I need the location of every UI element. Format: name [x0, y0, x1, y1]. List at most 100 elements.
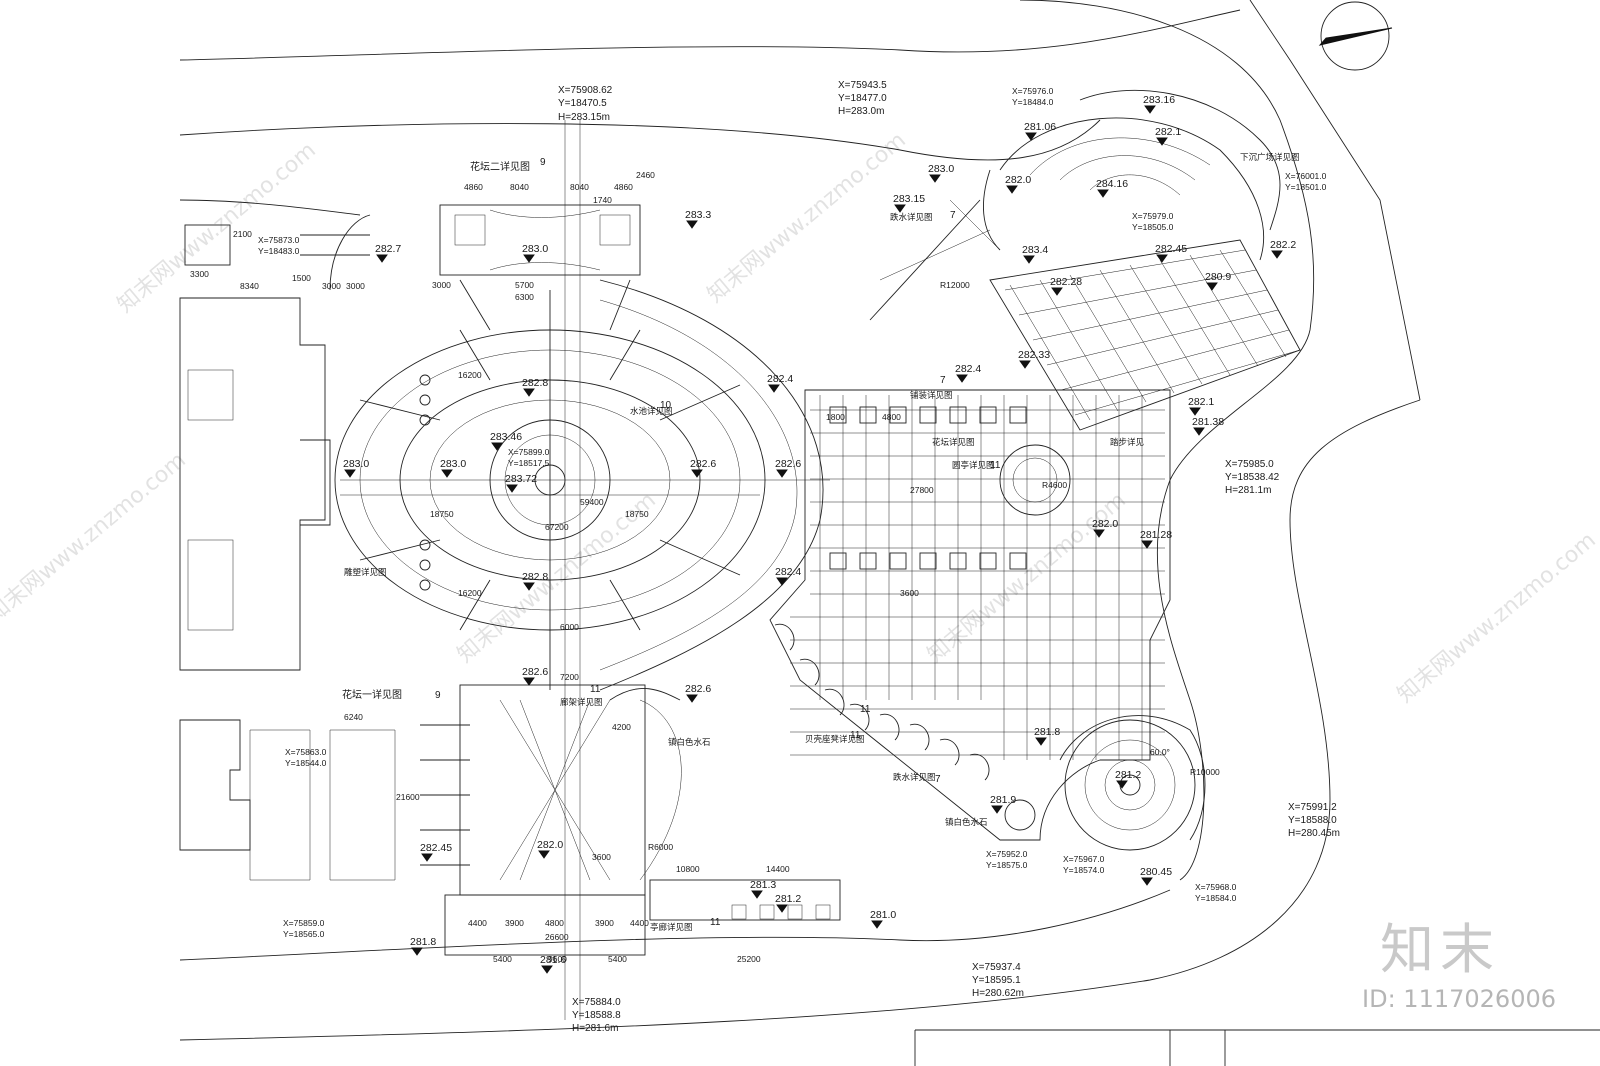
elevation-label: 281.8	[1034, 726, 1060, 738]
section-number: 9	[435, 690, 441, 701]
coord-x: X=75863.0	[285, 747, 327, 757]
dimension-label: 2100	[233, 229, 252, 239]
dimension-label: 3900	[595, 918, 614, 928]
coord-x: X=75968.0	[1195, 882, 1237, 892]
dimension-label: 4800	[545, 918, 564, 928]
elevation-label: 283.15	[893, 193, 925, 205]
coord-h: H=281.6m	[572, 1023, 618, 1034]
elevation-marker-icon	[1025, 132, 1037, 141]
elevation-marker-icon	[1051, 287, 1063, 296]
paving-grid-line	[1060, 329, 1290, 391]
section-number: 9	[540, 157, 546, 168]
upper-colonnade	[184, 204, 641, 331]
annotation-label: 水池详见图	[630, 406, 673, 416]
paving-grid-line	[1069, 274, 1147, 403]
elevation-marker-icon	[1141, 877, 1153, 886]
round-pavilion	[999, 444, 1206, 851]
dimension-label: 8340	[240, 281, 259, 291]
elevation-label: 281.38	[1192, 416, 1224, 428]
coord-x: X=75884.0	[572, 997, 621, 1008]
dimension-label: 18750	[430, 509, 454, 519]
dimension-label: 3000	[346, 281, 365, 291]
paving-grid-line	[1032, 289, 1268, 341]
elevation-marker-icon	[1141, 540, 1153, 549]
elevation-label: 283.46	[490, 431, 522, 443]
coord-h: H=283.0m	[838, 106, 884, 117]
road-boundary	[179, 0, 1421, 1041]
image-id-label: ID: 1117026006	[1362, 985, 1556, 1013]
elevation-label: 282.4	[955, 363, 981, 375]
coord-x: X=75976.0	[1012, 86, 1054, 96]
elevation-marker-icon	[1189, 407, 1201, 416]
dimension-label: 4400	[468, 918, 487, 928]
section-number: 7	[935, 774, 941, 785]
coord-x: X=75985.0	[1225, 459, 1274, 470]
coord-x: X=75908.62	[558, 85, 613, 96]
coord-x: X=75991.2	[1288, 802, 1337, 813]
section-number: 7	[940, 375, 946, 386]
coord-y: Y=18588.0	[1288, 815, 1337, 826]
elevation-marker-icon	[768, 384, 780, 393]
elevation-marker-icon	[1193, 427, 1205, 436]
elevation-label: 280.45	[1140, 866, 1172, 878]
coord-y: Y=18477.0	[838, 93, 887, 104]
coord-y: Y=18538.42	[1225, 472, 1280, 483]
annotation-label: 廊架详见图	[560, 697, 603, 707]
coord-y: Y=18470.5	[558, 98, 607, 109]
paving-grid-line	[1159, 259, 1231, 376]
paving-grid-line	[1219, 249, 1287, 358]
annotation-callouts: 花坛二详见图 花坛一详见图 铺装详见图 花坛详见图 水池详见图 下沉广场详见图 …	[342, 152, 1300, 932]
elevation-label: 281.28	[1140, 529, 1172, 541]
section-number: 11	[860, 704, 871, 715]
north-arrow-icon	[1318, 1, 1393, 71]
elevation-label: 281.0	[870, 909, 896, 921]
elevation-marker-icon	[523, 254, 535, 263]
dimension-label: 67200	[545, 522, 569, 532]
dimension-label: 3300	[190, 269, 209, 279]
coord-y: Y=18505.0	[1132, 222, 1174, 232]
elevation-label: 282.7	[375, 243, 401, 255]
elevation-label: 283.0	[440, 458, 466, 470]
annotation-label: 踏步详见	[1110, 437, 1145, 447]
elevation-label: 281.9	[990, 794, 1016, 806]
elevation-label: 282.8	[522, 377, 548, 389]
elevation-label: 282.1	[1188, 396, 1214, 408]
tree-pit	[919, 552, 937, 570]
paving-grid-line	[1046, 309, 1279, 366]
coord-x: X=75859.0	[283, 918, 325, 928]
elevation-marker-icon	[686, 694, 698, 703]
elevation-marker-icon	[776, 904, 788, 913]
annotation-label: 贝壳座凳详见图	[805, 734, 865, 744]
lower-colonnade	[420, 684, 841, 956]
tree-pit	[859, 552, 877, 570]
paving-grid-line	[1009, 284, 1091, 421]
elevation-label: 283.16	[1143, 94, 1175, 106]
elevation-label: 281.3	[750, 879, 776, 891]
section-number: 11	[710, 917, 721, 928]
elevation-label: 283.72	[505, 473, 537, 485]
dimension-label: 21600	[396, 792, 420, 802]
dimension-label: 3000	[432, 280, 451, 290]
paving-grid-line	[1018, 269, 1257, 316]
coord-y: Y=18544.0	[285, 758, 327, 768]
section-number: 10	[660, 400, 672, 411]
elevation-label: 281.8	[410, 936, 436, 948]
elevation-marker-icon	[1006, 185, 1018, 194]
elevation-marker-icon	[991, 805, 1003, 814]
coord-y: Y=18484.0	[1012, 97, 1054, 107]
dimension-label: 4860	[464, 182, 483, 192]
coord-y: Y=18574.0	[1063, 865, 1105, 875]
dimension-label: 3600	[592, 852, 611, 862]
elevation-marker-icon	[421, 853, 433, 862]
dimension-label: 8040	[510, 182, 529, 192]
dimension-labels: 4860 8040 8040 4860 2460 1740 6300 5700 …	[190, 170, 1220, 964]
elevation-label: 282.6	[690, 458, 716, 470]
elevation-marker-icon	[776, 469, 788, 478]
elevation-marker-icon	[523, 677, 535, 686]
oval-plaza	[334, 120, 830, 1020]
dimension-label: 5400	[493, 954, 512, 964]
dimension-label: 2460	[636, 170, 655, 180]
dimension-label: 25200	[737, 954, 761, 964]
elevation-marker-icon	[1116, 780, 1128, 789]
elevation-label: 281.2	[1115, 769, 1141, 781]
